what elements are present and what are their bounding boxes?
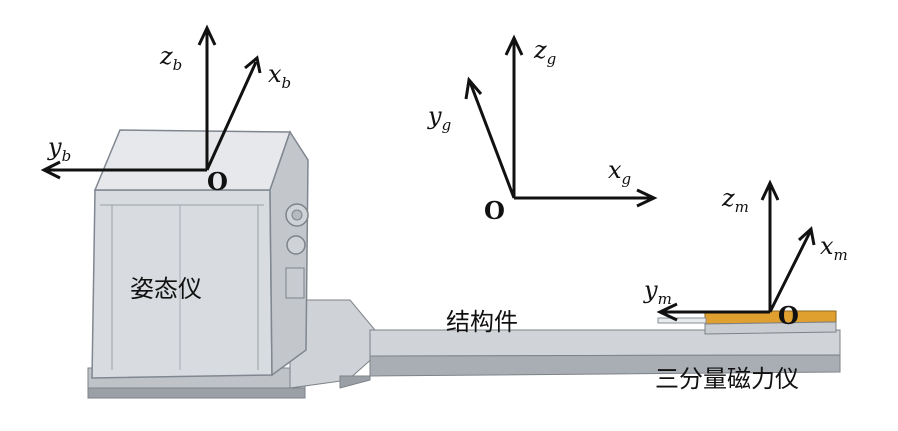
body-x-axis-label: xb <box>268 60 291 92</box>
mag-origin-label: O <box>778 301 799 330</box>
body-origin-label: O <box>207 167 228 196</box>
mag-x-axis-label: xm <box>820 232 848 264</box>
attitude-instrument-label: 姿态仪 <box>130 275 202 303</box>
magnetometer-label: 三分量磁力仪 <box>655 365 799 393</box>
mag-frame: O zm xm ym <box>643 179 848 330</box>
structure-label: 结构件 <box>446 308 518 336</box>
geo-x-axis-label: xg <box>608 156 631 188</box>
body-frame: O zb xb yb <box>40 24 291 196</box>
geo-z-axis-label: zg <box>533 36 556 68</box>
attitude-instrument-box <box>91 129 309 379</box>
body-y-axis-label: yb <box>47 133 71 165</box>
magnetometer-sensor <box>657 310 837 335</box>
structure-arm <box>87 299 841 399</box>
mag-z-axis-label: zm <box>721 184 749 216</box>
mag-y-axis-label: ym <box>643 276 672 308</box>
geo-origin-label: O <box>484 196 505 225</box>
body-z-axis-label: zb <box>159 42 182 74</box>
geo-y-axis-label: yg <box>427 102 451 134</box>
geo-frame: O zg xg yg <box>427 34 658 225</box>
